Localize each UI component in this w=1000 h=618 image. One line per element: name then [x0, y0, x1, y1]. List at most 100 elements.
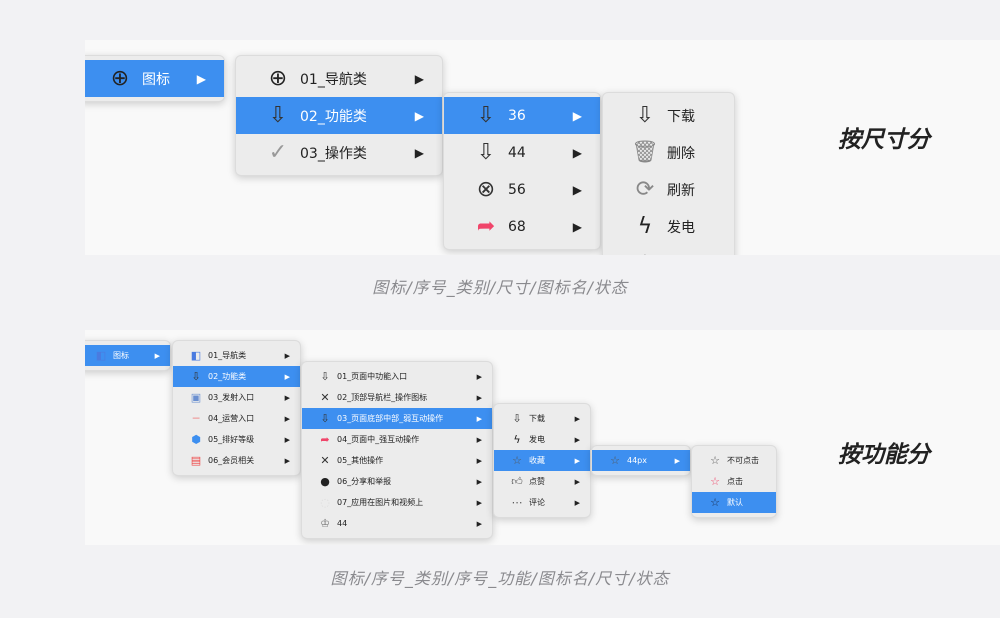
menu-item-label: 05_其他操作: [337, 456, 384, 465]
submenu-arrow-icon: ▶: [574, 435, 580, 444]
menu-item[interactable]: ☆点击: [692, 471, 776, 492]
menu-item[interactable]: ⇩03_页面底部中部_弱互动操作▶: [302, 408, 492, 429]
menu-item[interactable]: ➦ 68 ▶: [444, 208, 600, 245]
menu-item-label: 01_导航类: [208, 351, 247, 360]
menu-item[interactable]: ●06_分享和举报▶: [302, 471, 492, 492]
menu-item[interactable]: ⇩02_功能类▶: [236, 97, 442, 134]
menu-item[interactable]: ⟳刷新: [603, 171, 734, 208]
submenu-arrow-icon: ▶: [284, 435, 290, 444]
bottom-menu-level-5: ☆ 不可点击 ☆点击☆默认: [691, 445, 777, 518]
loading-icon: ◌: [320, 496, 330, 509]
menu-item[interactable]: ▣03_发射入口▶: [173, 387, 300, 408]
menu-item[interactable]: ☆收藏: [603, 245, 734, 255]
submenu-arrow-icon: ▶: [476, 393, 482, 402]
menu-item[interactable]: ◧图标▶: [85, 345, 170, 366]
top-caption: 图标/序号_类别/尺寸/图标名/状态: [372, 278, 628, 297]
submenu-arrow-icon: ▶: [674, 456, 680, 465]
star-icon: ☆: [610, 454, 620, 467]
menu-item[interactable]: ─04_运营入口▶: [173, 408, 300, 429]
star-icon: ☆: [631, 250, 659, 255]
menu-item[interactable]: ♔44▶: [302, 513, 492, 534]
menu-item[interactable]: ϟ 发电: [603, 208, 734, 245]
menu-item[interactable]: ▤06_会员相关▶: [173, 450, 300, 471]
by-function-title: 按功能分: [838, 442, 930, 468]
top-menu-level-1: ⊕01_导航类▶⇩02_功能类▶✓03_操作类▶: [235, 55, 443, 176]
menu-item[interactable]: ✕05_其他操作▶: [302, 450, 492, 471]
refresh-icon: ⟳: [635, 177, 655, 202]
submenu-arrow-icon: ▶: [154, 351, 160, 360]
menu-item[interactable]: 🗑删除: [603, 134, 734, 171]
submenu-arrow-icon: ▶: [572, 108, 582, 123]
by-size-title: 按尺寸分: [838, 127, 930, 153]
submenu-arrow-icon: ▶: [284, 372, 290, 381]
menu-item[interactable]: ⇩下载▶: [494, 408, 590, 429]
star-icon: ☆: [512, 454, 522, 467]
menu-item[interactable]: ☆ 不可点击: [692, 450, 776, 471]
menu-item-label: 评论: [529, 498, 545, 507]
menu-item-label: 图标: [142, 71, 170, 88]
menu-item[interactable]: ⊕图标▶: [85, 60, 224, 97]
arrow-down-icon: ⇩: [512, 412, 522, 425]
menu-item-label: 36: [508, 107, 526, 124]
menu-item[interactable]: ◌07_应用在图片和视频上▶: [302, 492, 492, 513]
menu-item[interactable]: ⇩下载: [603, 97, 734, 134]
menu-item[interactable]: ✕ 02_顶部导航栏_操作图标 ▶: [302, 387, 492, 408]
menu-item-label: 03_页面底部中部_弱互动操作: [337, 414, 444, 423]
thumb-up-icon: 👍︎: [511, 475, 523, 488]
menu-item[interactable]: 👍︎点赞▶: [494, 471, 590, 492]
lightning-icon: ϟ: [513, 433, 521, 446]
share-icon: ➦: [476, 214, 496, 239]
menu-item-label: 01_页面中功能入口: [337, 372, 408, 381]
ops-icon: ─: [192, 412, 200, 425]
submenu-arrow-icon: ▶: [414, 108, 424, 123]
menu-item-label: 默认: [727, 498, 743, 507]
menu-item[interactable]: ☆44px▶: [592, 450, 690, 471]
menu-item[interactable]: ⇩01_页面中功能入口▶: [302, 366, 492, 387]
menu-item-label: 点击: [727, 477, 743, 486]
function-menu-demo: ◧图标▶◧01_导航类▶⇩02_功能类▶▣03_发射入口▶─04_运营入口▶⬢0…: [85, 330, 1000, 545]
menu-item[interactable]: ⋯评论▶: [494, 492, 590, 513]
menu-item[interactable]: ☆收藏▶: [494, 450, 590, 471]
qq-icon: ●: [320, 475, 330, 488]
menu-item[interactable]: ⊕01_导航类▶: [236, 60, 442, 97]
menu-item[interactable]: ⇩02_功能类▶: [173, 366, 300, 387]
arrow-down-icon: ⇩: [476, 103, 496, 128]
top-menu-level-0: ⊕图标▶: [85, 55, 225, 102]
menu-item-label: 03_操作类: [300, 145, 367, 162]
menu-item[interactable]: ⇩ 36 ▶: [444, 97, 600, 134]
lightning-icon: ϟ: [637, 214, 653, 239]
menu-item-label: 收藏: [529, 456, 545, 465]
menu-item-label: 发电: [667, 219, 695, 236]
menu-item[interactable]: ⇩44▶: [444, 134, 600, 171]
menu-item[interactable]: ⬢05_排好等级▶: [173, 429, 300, 450]
menu-item-label: 不可点击: [727, 456, 759, 465]
menu-item-label: 68: [508, 218, 526, 235]
menu-item-label: 02_顶部导航栏_操作图标: [337, 393, 428, 402]
menu-item[interactable]: ☆默认: [692, 492, 776, 513]
menu-item[interactable]: ✓03_操作类▶: [236, 134, 442, 171]
submenu-arrow-icon: ▶: [414, 145, 424, 160]
submenu-arrow-icon: ▶: [476, 456, 482, 465]
submenu-arrow-icon: ▶: [476, 435, 482, 444]
close-icon: ✕: [320, 391, 330, 404]
menu-item[interactable]: ◧01_导航类▶: [173, 345, 300, 366]
submenu-arrow-icon: ▶: [572, 182, 582, 197]
menu-item-label: 06_会员相关: [208, 456, 255, 465]
submenu-arrow-icon: ▶: [476, 477, 482, 486]
trash-icon: 🗑: [631, 140, 659, 165]
level-icon: ⬢: [191, 433, 201, 446]
star-icon: ☆: [710, 454, 720, 467]
menu-item-label: 03_发射入口: [208, 393, 255, 402]
menu-item[interactable]: ⊗56▶: [444, 171, 600, 208]
bottom-menu-level-2: ⇩01_页面中功能入口▶ ✕ 02_顶部导航栏_操作图标 ▶ ⇩03_页面底部中部_弱互…: [301, 361, 493, 539]
x-circle-icon: ⊗: [476, 177, 496, 202]
arrow-down-icon: ⇩: [476, 140, 496, 165]
menu-item-label: 44: [337, 519, 348, 528]
submenu-arrow-icon: ▶: [572, 219, 582, 234]
submenu-arrow-icon: ▶: [414, 71, 424, 86]
menu-item[interactable]: ➦04_页面中_强互动操作▶: [302, 429, 492, 450]
submenu-arrow-icon: ▶: [574, 414, 580, 423]
submenu-arrow-icon: ▶: [476, 519, 482, 528]
